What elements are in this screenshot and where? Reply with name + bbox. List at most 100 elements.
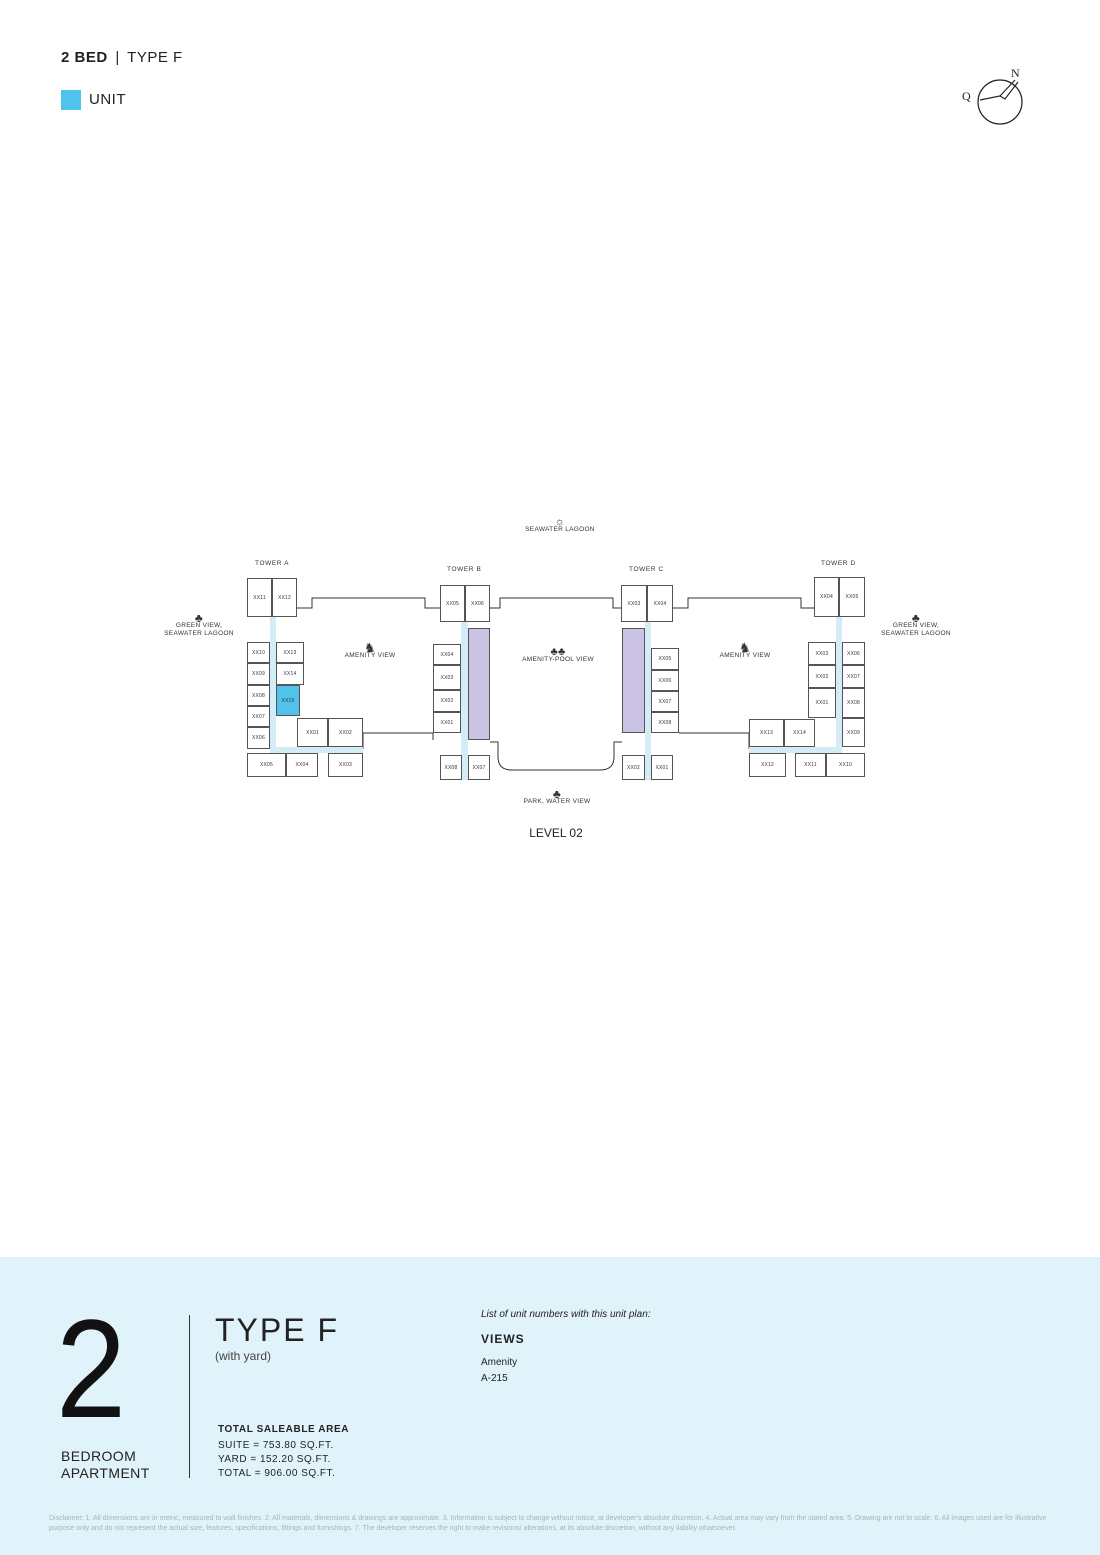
corridor [645,622,651,780]
compass-n: N [1011,66,1020,80]
pool-icon: ♣♣ [550,646,566,658]
unit-d-xx01[interactable]: XX01 [808,688,836,718]
unit-d-xx06[interactable]: XX06 [842,642,865,665]
unit-b-xx04[interactable]: XX04 [433,644,461,665]
type-title: TYPE F [215,1312,340,1348]
views-title: VIEWS [481,1332,525,1346]
unit-d-xx02[interactable]: XX02 [808,665,836,688]
unit-a-xx13[interactable]: XX13 [276,642,304,663]
compass-icon [977,79,1023,125]
unit-c-xx05[interactable]: XX05 [651,648,679,670]
corridor [270,617,276,753]
disclaimer: Disclaimer: 1. All dimensions are in met… [49,1515,1047,1532]
unit-b-xx03[interactable]: XX03 [433,665,461,690]
amenity-icon: ♞ [364,640,376,655]
view-amenity-a: ♞AMENITY VIEW [330,640,410,660]
unit-c-xx04[interactable]: XX04 [647,585,673,622]
unit-d-xx13[interactable]: XX13 [749,719,784,747]
tower-a-label: TOWER A [255,560,290,567]
legend-swatch [61,90,81,110]
unit-c-xx08[interactable]: XX08 [651,712,679,733]
area-yard: YARD = 152.20 SQ.FT. [218,1454,331,1465]
corridor [836,617,842,753]
unit-a-xx06[interactable]: XX06 [247,727,270,749]
compass: N Q [960,66,1030,128]
tree-icon: ♣ [552,787,562,801]
unit-c-xx03[interactable]: XX03 [621,585,647,622]
unit-a-xx04[interactable]: XX04 [286,753,318,777]
plan-title: 2 BED | TYPE F [61,49,183,66]
legend-label: UNIT [89,91,126,108]
unit-d-xx05[interactable]: XX05 [839,577,865,617]
amenity-a-label: AMENITY VIEW [344,652,396,659]
unit-a-xx11[interactable]: XX11 [247,578,272,617]
tree-icon: ♣ [194,611,204,625]
unit-d-xx09[interactable]: XX09 [842,718,865,747]
unit-c-xx01[interactable]: XX01 [651,755,673,780]
sun-water-icon: ☼ [554,516,566,528]
unit-b-xx01[interactable]: XX01 [433,712,461,733]
view-top-label: SEAWATER LAGOON [525,526,595,533]
view-bottom-label: PARK, WATER VIEW [523,798,591,805]
view-top: ☼SEAWATER LAGOON [510,516,610,534]
view-amenity-d: ♞AMENITY VIEW [705,640,785,660]
floor-plan: ☼SEAWATER LAGOON ♣GREEN VIEW, SEAWATER L… [164,516,951,841]
unit-b-xx05[interactable]: XX05 [440,585,465,622]
unit-a-xx07[interactable]: XX07 [247,706,270,727]
unit-c-xx02[interactable]: XX02 [622,755,645,780]
tower-b-label: TOWER B [447,566,482,573]
unit-a-xx10[interactable]: XX10 [247,642,270,663]
summary-panel: 2 BEDROOM APARTMENT TYPE F (with yard) T… [0,1257,1100,1555]
unit-a-xx14[interactable]: XX14 [276,663,304,685]
view-pool: ♣♣AMENITY-POOL VIEW [505,646,611,664]
corridor [270,747,363,753]
unit-d-xx10[interactable]: XX10 [826,753,865,777]
view-name: Amenity [481,1357,518,1368]
unit-d-xx04[interactable]: XX04 [814,577,839,617]
bed-number: 2 [56,1290,127,1447]
amenity-icon: ♞ [739,640,751,655]
compass-q: Q [962,89,971,103]
unit-d-xx08[interactable]: XX08 [842,688,865,718]
tree-icon: ♣ [911,611,921,625]
unit-c-xx07[interactable]: XX07 [651,691,679,712]
unit-a-xx12[interactable]: XX12 [272,578,297,617]
unit-number: A-215 [481,1373,508,1384]
level-label: LEVEL 02 [529,826,583,840]
amenity-block [468,628,490,740]
bed-label: 2 BED [61,49,108,66]
unit-d-xx11[interactable]: XX11 [795,753,826,777]
type-subtitle: (with yard) [215,1349,272,1363]
unit-a-xx02[interactable]: XX02 [328,718,363,747]
separator: | [115,49,120,66]
view-left-label: GREEN VIEW, SEAWATER LAGOON [164,622,234,637]
view-right-label: GREEN VIEW, SEAWATER LAGOON [881,622,951,637]
type-label: TYPE F [127,49,183,66]
unit-a-xx01[interactable]: XX01 [297,718,328,747]
unit-a-xx09[interactable]: XX09 [247,663,270,685]
podium-outline [297,597,814,771]
area-suite: SUITE = 753.80 SQ.FT. [218,1440,334,1451]
area-total: TOTAL = 906.00 SQ.FT. [218,1468,336,1479]
unit-a-xx05[interactable]: XX05 [247,753,286,777]
unit-d-xx14[interactable]: XX14 [784,719,815,747]
area-title: TOTAL SALEABLE AREA [218,1424,350,1435]
unit-b-xx08[interactable]: XX08 [440,755,462,780]
unit-c-xx06[interactable]: XX06 [651,670,679,691]
unit-d-xx12[interactable]: XX12 [749,753,786,777]
amenity-d-label: AMENITY VIEW [719,652,771,659]
bed-line2: APARTMENT [61,1465,150,1481]
unit-b-xx06[interactable]: XX06 [465,585,490,622]
unit-a-xx03[interactable]: XX03 [328,753,363,777]
unit-b-xx02[interactable]: XX02 [433,690,461,712]
amenity-block [622,628,645,733]
unit-b-xx07[interactable]: XX07 [468,755,490,780]
tower-d-label: TOWER D [821,560,856,567]
list-intro: List of unit numbers with this unit plan… [481,1309,651,1320]
pool-label: AMENITY-POOL VIEW [522,656,594,663]
unit-a-xx15-selected[interactable]: XX15 [276,685,300,716]
unit-d-xx03[interactable]: XX03 [808,642,836,665]
unit-d-xx07[interactable]: XX07 [842,665,865,688]
unit-a-xx08[interactable]: XX08 [247,685,270,706]
tower-c-label: TOWER C [629,566,664,573]
